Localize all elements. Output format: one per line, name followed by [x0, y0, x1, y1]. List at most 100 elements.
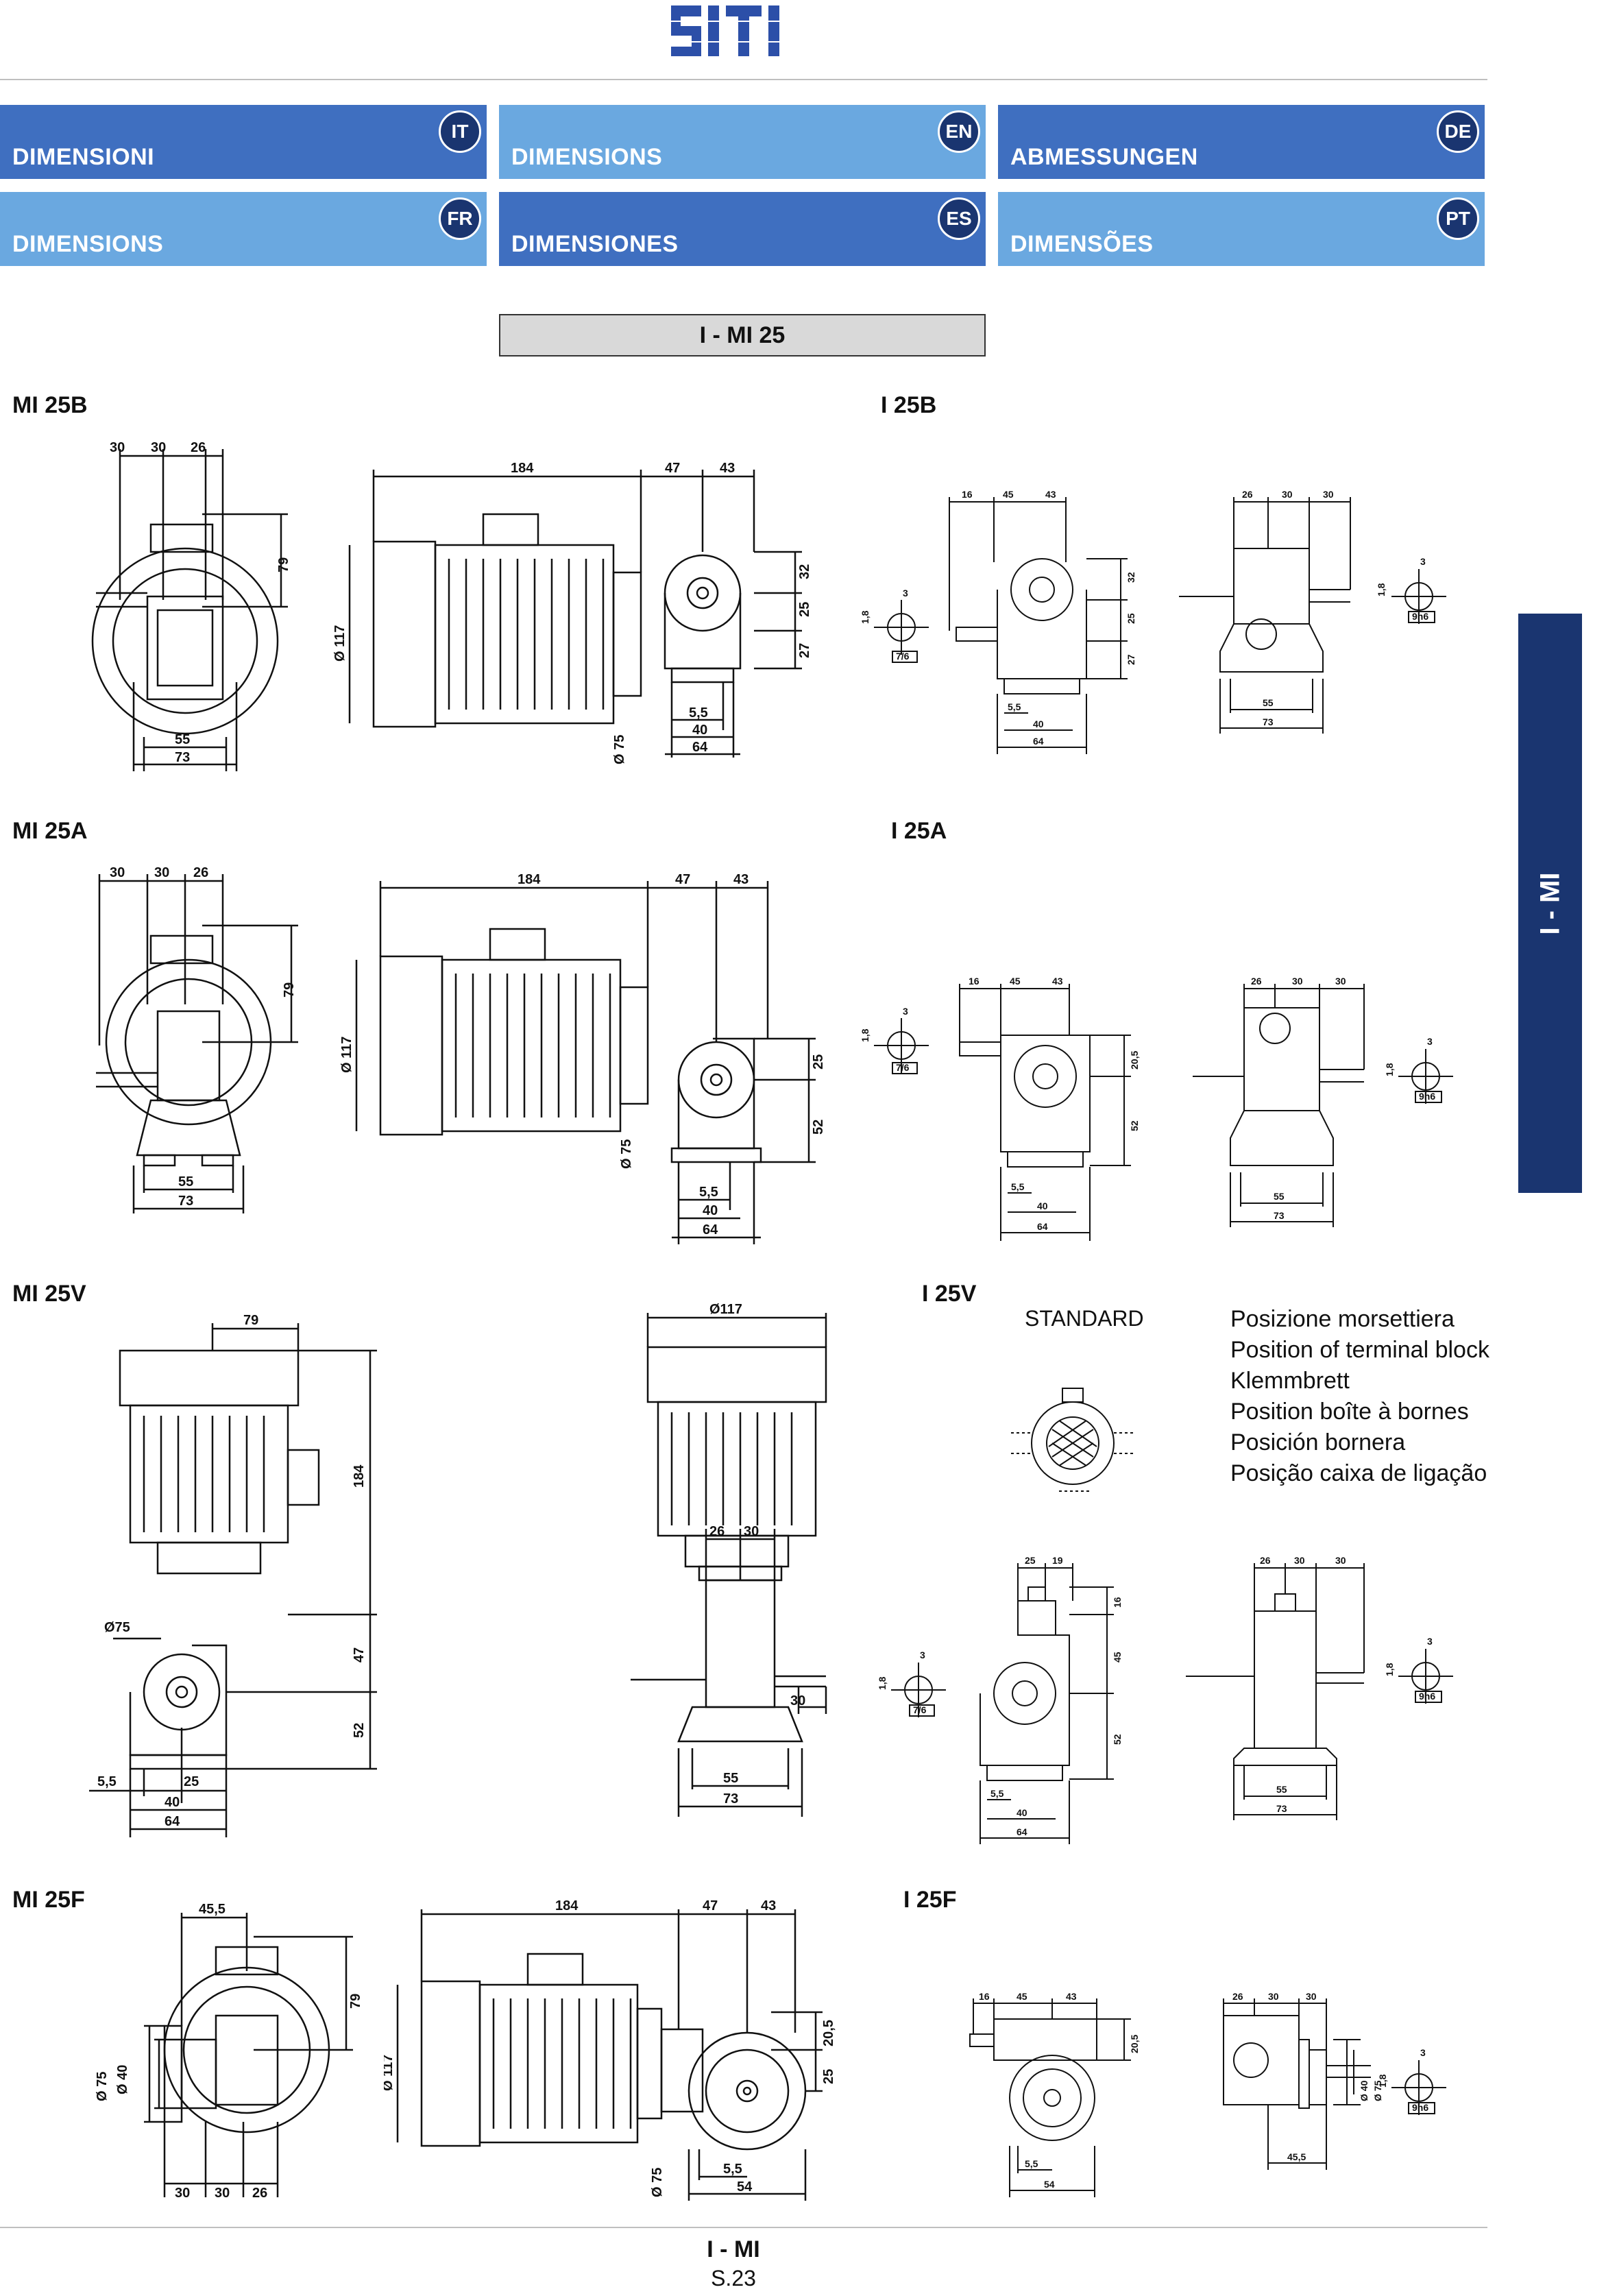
- dim-label: 1,8: [860, 610, 871, 624]
- dim-label: 64: [1033, 736, 1044, 747]
- dim-label: 79: [276, 557, 291, 572]
- row-label-i25b: I 25B: [881, 392, 937, 418]
- dim-label: 5,5: [723, 2162, 742, 2177]
- dim-label: 3: [920, 1650, 925, 1660]
- dim-label: 30: [1306, 1991, 1317, 2002]
- dim-label: Ø 40: [1359, 2080, 1370, 2101]
- dim-label: 30: [1335, 1555, 1346, 1566]
- row-label-i25a: I 25A: [891, 818, 947, 844]
- dim-label: 30: [1335, 976, 1346, 987]
- drawing-i25v-front-view: 25 19 3 1,8 7/6 16 45 52 5,5 40 64: [860, 1546, 1162, 1851]
- dim-label: 30: [215, 2186, 230, 2201]
- drawing-mi25b-side-view: 184 47 43 Ø 117 32 25 27 Ø 75 5,5 40 64: [329, 449, 823, 785]
- dim-label: 73: [1263, 716, 1274, 727]
- lang-label: DIMENSIONES: [511, 231, 679, 257]
- dim-label: 26: [1251, 976, 1262, 987]
- row-label-mi25v: MI 25V: [12, 1281, 86, 1307]
- drawing-i25b-front-view: 16 45 43 3 1,8 7/6 32 25 27 5,5 40 64: [853, 480, 1155, 761]
- dim-label: 55: [723, 1771, 738, 1786]
- dim-label: 30: [1294, 1555, 1305, 1566]
- dim-label: 184: [518, 872, 541, 887]
- dim-label: 30: [1292, 976, 1303, 987]
- dim-label: 26: [1260, 1555, 1271, 1566]
- dim-label: 184: [555, 1898, 579, 1913]
- dim-label: 43: [761, 1898, 776, 1913]
- dim-label: Ø 117: [332, 625, 348, 662]
- dim-label: 79: [243, 1313, 258, 1328]
- dim-label: 52: [1129, 1120, 1140, 1131]
- dim-label: 73: [723, 1791, 738, 1806]
- dim-label: 55: [178, 1174, 193, 1189]
- row-label-mi25b: MI 25B: [12, 392, 88, 418]
- standard-label: STANDARD: [1025, 1306, 1144, 1331]
- dim-label: 5,5: [1008, 701, 1021, 712]
- dim-label: 73: [1274, 1210, 1285, 1221]
- dim-label: 43: [720, 461, 735, 476]
- lang-box-de: ABMESSUNGEN DE: [998, 105, 1485, 179]
- drawing-mi25v-front-view: Ø117 26 30 30 55 73: [631, 1296, 850, 1824]
- dim-label: 30: [151, 440, 166, 455]
- dim-label: 3: [903, 588, 908, 599]
- terminal-position-list: Posizione morsettiera Position of termin…: [1230, 1304, 1489, 1489]
- dim-label: 43: [733, 872, 749, 887]
- dim-label: 40: [703, 1203, 718, 1218]
- siti-logo: [668, 1, 799, 62]
- dim-label: 40: [1033, 718, 1044, 729]
- lang-label: DIMENSÕES: [1010, 231, 1154, 257]
- dim-label: 73: [175, 750, 190, 765]
- dim-label: 25: [184, 1774, 199, 1789]
- dim-label: 32: [797, 564, 812, 579]
- drawing-mi25f-end-view: 45,5 79 Ø 75 Ø 40 30 30 26: [89, 1896, 363, 2204]
- dim-label: 5,5: [1011, 1181, 1025, 1192]
- dim-label: 64: [165, 1814, 180, 1829]
- dim-label: 45,5: [1287, 2151, 1306, 2162]
- dim-label: 16: [962, 489, 973, 500]
- lang-label: DIMENSIONS: [511, 144, 663, 170]
- drawing-mi25v-side-view: 79 184 47 52 Ø75 5,5 25 40 64: [89, 1303, 391, 1844]
- dim-label: 30: [1268, 1991, 1279, 2002]
- dim-label: 55: [175, 732, 190, 747]
- section-title: I - MI 25: [499, 314, 986, 357]
- dim-label: 47: [703, 1898, 718, 1913]
- dim-label: 16: [969, 976, 980, 987]
- dim-label: 55: [1274, 1191, 1285, 1202]
- drawing-mi25a-side-view: 184 47 43 Ø 117 25 52 Ø 75 5,5 40 64: [329, 860, 836, 1251]
- lang-badge: FR: [439, 197, 481, 240]
- dim-label: 25: [1126, 613, 1136, 624]
- row-label-mi25f: MI 25F: [12, 1887, 85, 1913]
- dim-label: Ø117: [709, 1302, 742, 1317]
- dim-label: 55: [1276, 1784, 1287, 1795]
- footer-title: I - MI: [707, 2236, 760, 2262]
- drawing-i25f-front-view: 16 45 43 20,5 5,5 54: [956, 1985, 1162, 2204]
- dim-label: 47: [665, 461, 680, 476]
- drawing-mi25f-side-view: 184 47 43 Ø 117 20,5 25 Ø 75 5,5 54: [384, 1892, 850, 2208]
- dim-label: 3: [1420, 2047, 1426, 2058]
- dim-label: 26: [252, 2186, 267, 2201]
- dim-label: 45: [1112, 1652, 1123, 1663]
- dim-label: 30: [154, 865, 169, 880]
- dim-label: 30: [744, 1524, 759, 1539]
- dim-label: 79: [282, 982, 297, 998]
- dim-label: 25: [1025, 1555, 1036, 1566]
- dim-label: 7/6: [913, 1704, 927, 1715]
- dim-label: 20,5: [1129, 1051, 1140, 1070]
- dim-label: 52: [1112, 1734, 1123, 1745]
- dim-label: 30: [1323, 489, 1334, 500]
- row-label-mi25a: MI 25A: [12, 818, 88, 844]
- lang-box-fr: DIMENSIONS FR: [0, 192, 487, 266]
- lang-badge: ES: [938, 197, 980, 240]
- dim-label: 64: [692, 740, 708, 755]
- dim-label: 30: [110, 865, 125, 880]
- lang-box-en: DIMENSIONS EN: [499, 105, 986, 179]
- row-label-i25f: I 25F: [903, 1887, 957, 1913]
- dim-label: 9h6: [1412, 611, 1428, 622]
- dim-label: 20,5: [821, 2020, 836, 2046]
- dim-label: 1,8: [1377, 2074, 1388, 2088]
- row-label-i25v: I 25V: [922, 1281, 977, 1307]
- dim-label: 79: [348, 1994, 363, 2009]
- dim-label: 52: [811, 1120, 826, 1135]
- dim-label: 25: [797, 602, 812, 617]
- dim-label: 45,5: [199, 1902, 226, 1917]
- terminal-line-en: Position of terminal block: [1230, 1337, 1489, 1363]
- dim-label: 5,5: [97, 1774, 117, 1789]
